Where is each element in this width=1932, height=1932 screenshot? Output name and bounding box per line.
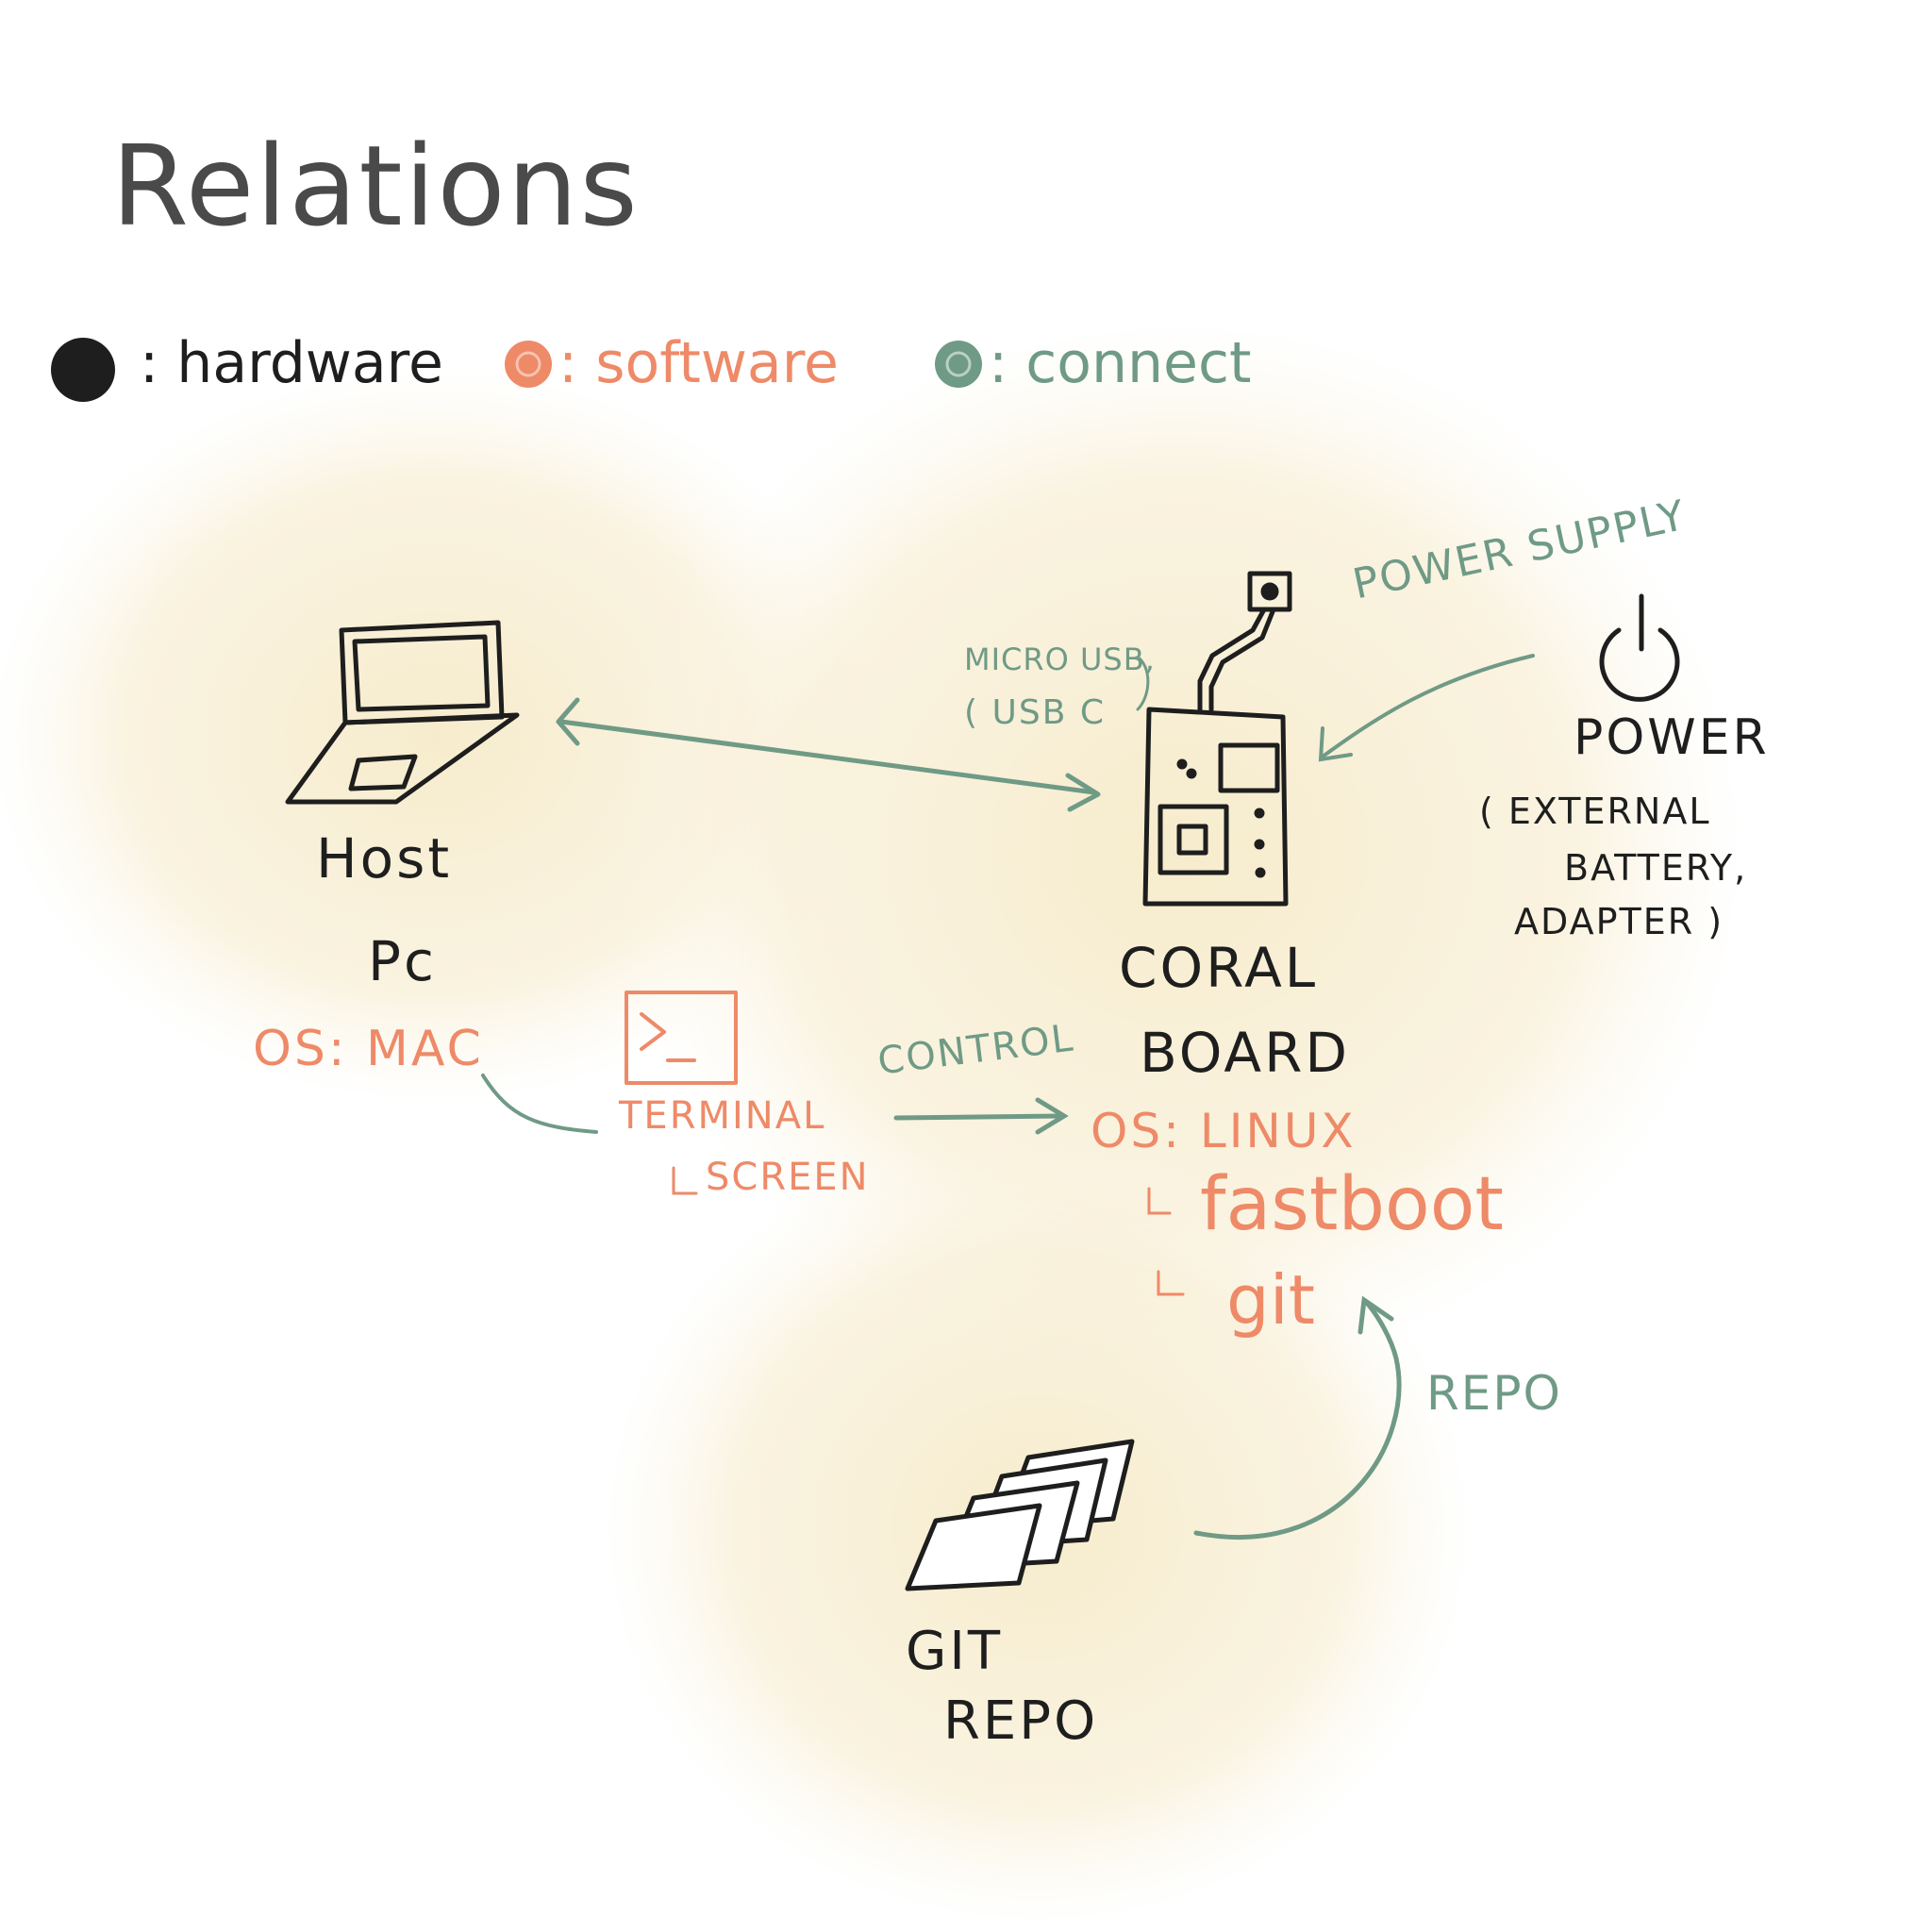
legend-hardware-label: : hardware: [140, 330, 443, 396]
power-note-line1: ( EXTERNAL: [1479, 791, 1711, 832]
coral-board-label-line2: BOARD: [1140, 1021, 1351, 1085]
power-icon: [1599, 593, 1680, 702]
host-pc-label-line2: Pc: [368, 929, 437, 993]
coral-tool-git: git: [1226, 1260, 1315, 1340]
repo-arrow: [1193, 1295, 1402, 1541]
tool-bracket-lines: [672, 1166, 1185, 1296]
host-pc-os-label: OS: MAC: [253, 1021, 484, 1077]
terminal-label: TERMINAL: [619, 1094, 826, 1138]
coral-board-label-line1: CORAL: [1119, 936, 1319, 1000]
page-title: Relations: [111, 121, 640, 251]
power-label: POWER: [1574, 709, 1770, 766]
host-pc-label-line1: Host: [316, 826, 453, 891]
legend-connect-dot: [935, 341, 982, 388]
laptop-icon: [285, 620, 520, 805]
usb-label-line2: ( USB C: [964, 693, 1106, 732]
control-arrow: [893, 1097, 1069, 1135]
terminal-icon: [625, 991, 738, 1085]
terminal-screen-label: SCREEN: [706, 1156, 870, 1199]
git-repo-label-line1: GIT: [906, 1621, 1004, 1682]
coral-board-icon: [1142, 571, 1292, 907]
usb-connection-arrow: [556, 697, 1101, 812]
git-repo-label-line2: REPO: [943, 1690, 1099, 1752]
legend-hardware-dot: [51, 338, 115, 402]
usb-label-bracket: [1136, 657, 1150, 711]
legend-software-label: : software: [558, 330, 839, 396]
legend-connect-label: : connect: [989, 330, 1252, 396]
power-note-line3: ADAPTER ): [1514, 901, 1724, 942]
usb-label-line1: MICRO USB,: [964, 641, 1156, 677]
power-note-line2: BATTERY,: [1564, 847, 1748, 889]
git-repo-icon: [905, 1439, 1135, 1591]
coral-tool-fastboot: fastboot: [1200, 1162, 1505, 1247]
coral-board-os-label: OS: LINUX: [1091, 1104, 1357, 1158]
legend-software-dot: [505, 341, 552, 388]
hostpc-terminal-link: [481, 1074, 598, 1134]
repo-connection-label: REPO: [1426, 1366, 1562, 1421]
power-supply-arrow: [1318, 654, 1535, 762]
